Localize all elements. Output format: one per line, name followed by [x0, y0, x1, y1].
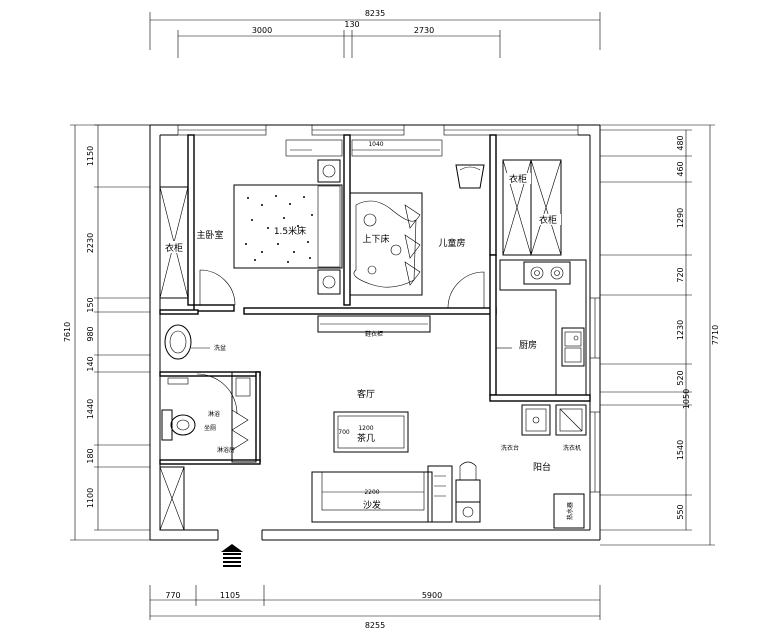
shower-label: 淋浴	[208, 410, 220, 418]
dim-top-right: 2730	[414, 26, 434, 35]
dim-left-7: 180	[86, 448, 95, 463]
dim-left-total: 7610	[63, 322, 72, 342]
sofa-label: 沙发	[363, 499, 381, 511]
dim-right-7: 1050	[682, 389, 691, 409]
basin-label: 洗盆	[214, 344, 226, 352]
dim-top-mid: 130	[344, 20, 359, 29]
dim-right-8: 1540	[676, 440, 685, 460]
dim-left-6: 1440	[86, 399, 95, 419]
left-dimensions: 7610 1150 2230 150 980 140 1440 180 1100	[63, 124, 150, 541]
sofa-length: 2200	[364, 489, 379, 496]
sofa	[311, 465, 453, 523]
dim-right-3: 1290	[676, 208, 685, 228]
tv-depth: 700	[338, 429, 350, 436]
bottom-dimensions: 770 1105 5900 8255	[149, 585, 601, 630]
tv-length: 1200	[358, 425, 373, 432]
washer-label: 洗衣机	[563, 444, 581, 452]
laundry-sink-label: 洗衣台	[501, 444, 519, 452]
dim-bottom-3: 5900	[422, 591, 442, 600]
coffee-table	[333, 411, 409, 453]
wardrobe-right	[502, 159, 562, 256]
entrance-arrow-icon	[221, 544, 243, 567]
dim-right-4: 720	[676, 267, 685, 282]
dim-top-total: 8235	[365, 9, 385, 18]
shoe-cabinet	[317, 315, 431, 333]
bunk-bed-label: 上下床	[362, 233, 389, 245]
side-chairs	[455, 461, 481, 523]
toilet	[161, 377, 196, 441]
dim-bottom-total: 8255	[365, 621, 385, 630]
dim-left-3: 150	[86, 297, 95, 312]
shower	[231, 371, 257, 463]
dim-bed-span: 1040	[368, 141, 383, 148]
shower-room-label: 淋浴房	[217, 446, 235, 454]
wardrobe-bottom-left	[159, 466, 185, 531]
laundry-sink	[521, 404, 551, 436]
wardrobe-right-2-label: 衣柜	[539, 214, 557, 226]
room-kitchen: 厨房	[519, 339, 537, 351]
coffee-table-label: 茶几	[357, 432, 375, 444]
bunk-bed	[349, 192, 423, 296]
dim-right-9: 550	[676, 504, 685, 519]
wardrobe-left-label: 衣柜	[165, 242, 183, 254]
dim-bottom-2: 1105	[220, 591, 240, 600]
dim-left-4: 980	[86, 326, 95, 341]
dim-left-8: 1100	[86, 488, 95, 508]
dim-left-5: 140	[86, 356, 95, 371]
room-living: 客厅	[357, 388, 375, 400]
washer	[555, 404, 587, 436]
kids-chair	[455, 164, 485, 189]
bed-label: 1.5米床	[274, 225, 306, 237]
dim-right-total: 7710	[711, 325, 720, 345]
dim-bottom-1: 770	[165, 591, 180, 600]
kitchen-counter	[499, 259, 587, 396]
right-dimensions: 7710 480 460 1290 720 1230 520 1050 1540…	[600, 124, 720, 546]
water-heater-label: 热水器	[566, 502, 574, 520]
room-master-bedroom: 主卧室	[196, 229, 223, 241]
dim-right-6: 520	[676, 370, 685, 385]
top-dimensions: 8235 3000 130 2730	[149, 9, 601, 58]
basin	[164, 324, 210, 360]
dim-top-left: 3000	[252, 26, 272, 35]
dim-left-2: 2230	[86, 233, 95, 253]
water-heater	[553, 493, 585, 529]
master-shelf	[285, 139, 443, 157]
toilet-label: 坐厕	[204, 424, 216, 432]
dim-right-5: 1230	[676, 320, 685, 340]
wardrobe-left	[159, 186, 189, 299]
wardrobe-right-1-label: 衣柜	[509, 173, 527, 185]
doors	[196, 269, 512, 415]
master-bed	[233, 159, 343, 295]
room-balcony: 阳台	[533, 461, 551, 473]
dim-right-1: 480	[676, 135, 685, 150]
dim-left-1: 1150	[86, 146, 95, 166]
dim-right-2: 460	[676, 161, 685, 176]
room-kids: 儿童房	[438, 237, 465, 249]
top-windows	[177, 124, 601, 493]
shoe-cabinet-label: 鞋衣柜	[365, 330, 383, 338]
